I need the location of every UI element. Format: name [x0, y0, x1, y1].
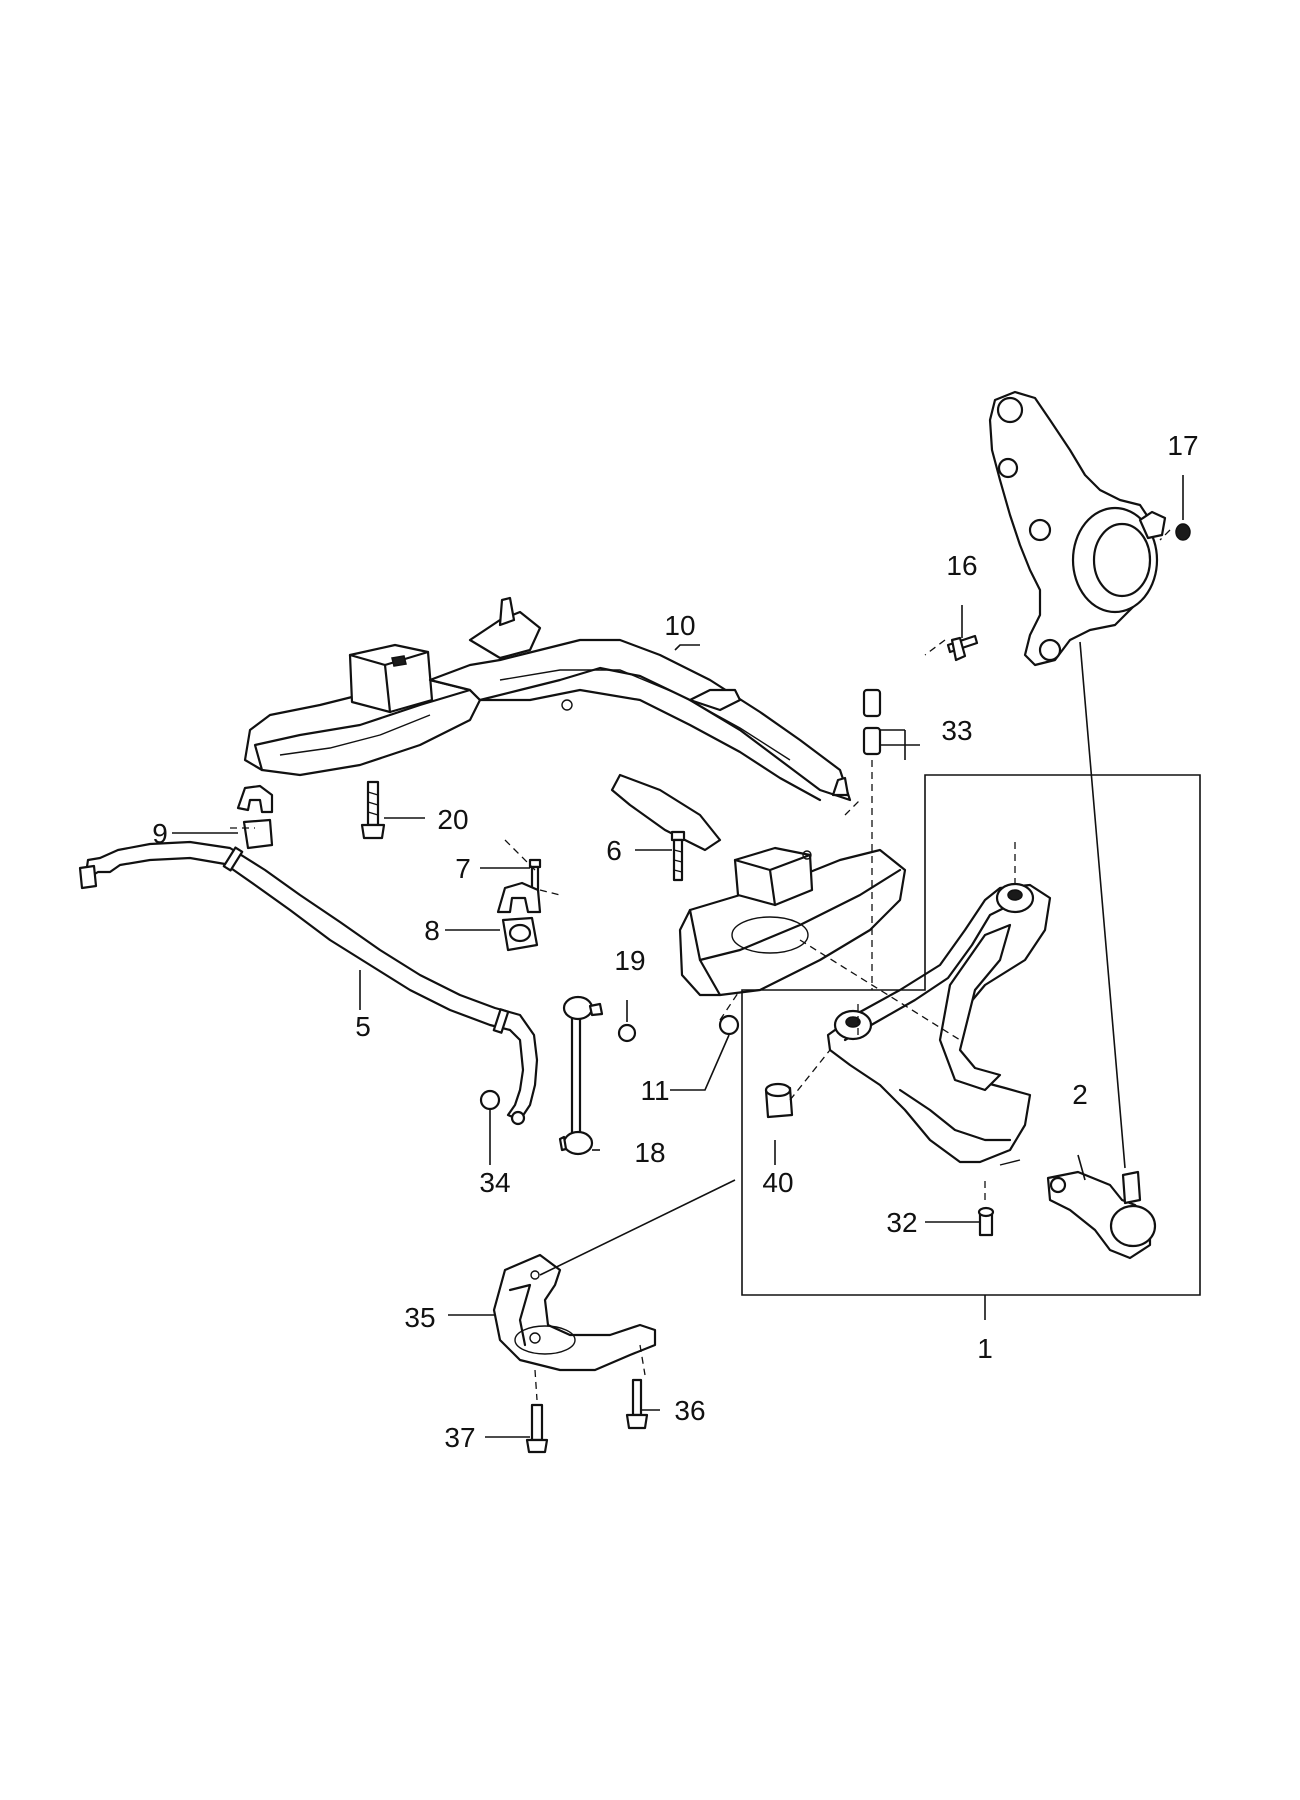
callout-36: 36 — [674, 1395, 705, 1426]
crossmember-part — [243, 596, 907, 997]
bracket-bolt-36-part — [625, 1378, 649, 1430]
callout-9: 9 — [152, 818, 168, 849]
nut-19-part — [617, 1023, 637, 1043]
nut-34-part — [479, 1089, 501, 1111]
knuckle-bolt-part — [946, 634, 979, 662]
callout-16: 16 — [946, 550, 977, 581]
hub-nut-part — [1175, 523, 1191, 541]
callout-10: 10 — [664, 610, 695, 641]
callout-1: 1 — [977, 1333, 993, 1364]
callout-19: 19 — [614, 945, 645, 976]
bolt-6-part — [670, 830, 686, 882]
callout-20: 20 — [437, 804, 468, 835]
callout-5: 5 — [355, 1011, 371, 1042]
crossmember-collar-part — [862, 688, 882, 756]
leader-lines — [172, 475, 1184, 1438]
bracket-bolt-37-part — [525, 1403, 549, 1454]
callout-18: 18 — [634, 1137, 665, 1168]
bushing-40-part — [764, 1082, 794, 1119]
callout-17: 17 — [1167, 430, 1198, 461]
callout-11: 11 — [640, 1075, 669, 1106]
alignment-lines — [230, 529, 1171, 1401]
callout-7: 7 — [455, 853, 471, 884]
lower-arm-bolt-part — [977, 1206, 995, 1237]
stabilizer-bracket-9-part — [236, 784, 274, 850]
stabilizer-bar-part — [78, 840, 539, 1126]
nut-11-part — [718, 1014, 740, 1036]
ball-joint-part — [1046, 1170, 1157, 1260]
lower-arm-bracket-part — [492, 1253, 657, 1372]
callout-34: 34 — [479, 1167, 510, 1198]
steering-knuckle-part — [988, 390, 1167, 667]
callout-2: 2 — [1072, 1079, 1088, 1110]
lower-arm-assembly-bracket — [741, 774, 1201, 1296]
callout-35: 35 — [404, 1302, 435, 1333]
lower-control-arm-part — [826, 882, 1052, 1166]
callout-40: 40 — [762, 1167, 793, 1198]
stabilizer-bracket-8-part — [496, 881, 542, 952]
ball-joint-leader — [1079, 641, 1126, 1169]
callout-37: 37 — [444, 1422, 475, 1453]
callout-33: 33 — [941, 715, 972, 746]
callout-6: 6 — [606, 835, 622, 866]
stabilizer-link-part — [558, 995, 604, 1156]
callout-8: 8 — [424, 915, 440, 946]
callout-32: 32 — [886, 1207, 917, 1238]
subframe-bolt-part — [360, 780, 386, 840]
